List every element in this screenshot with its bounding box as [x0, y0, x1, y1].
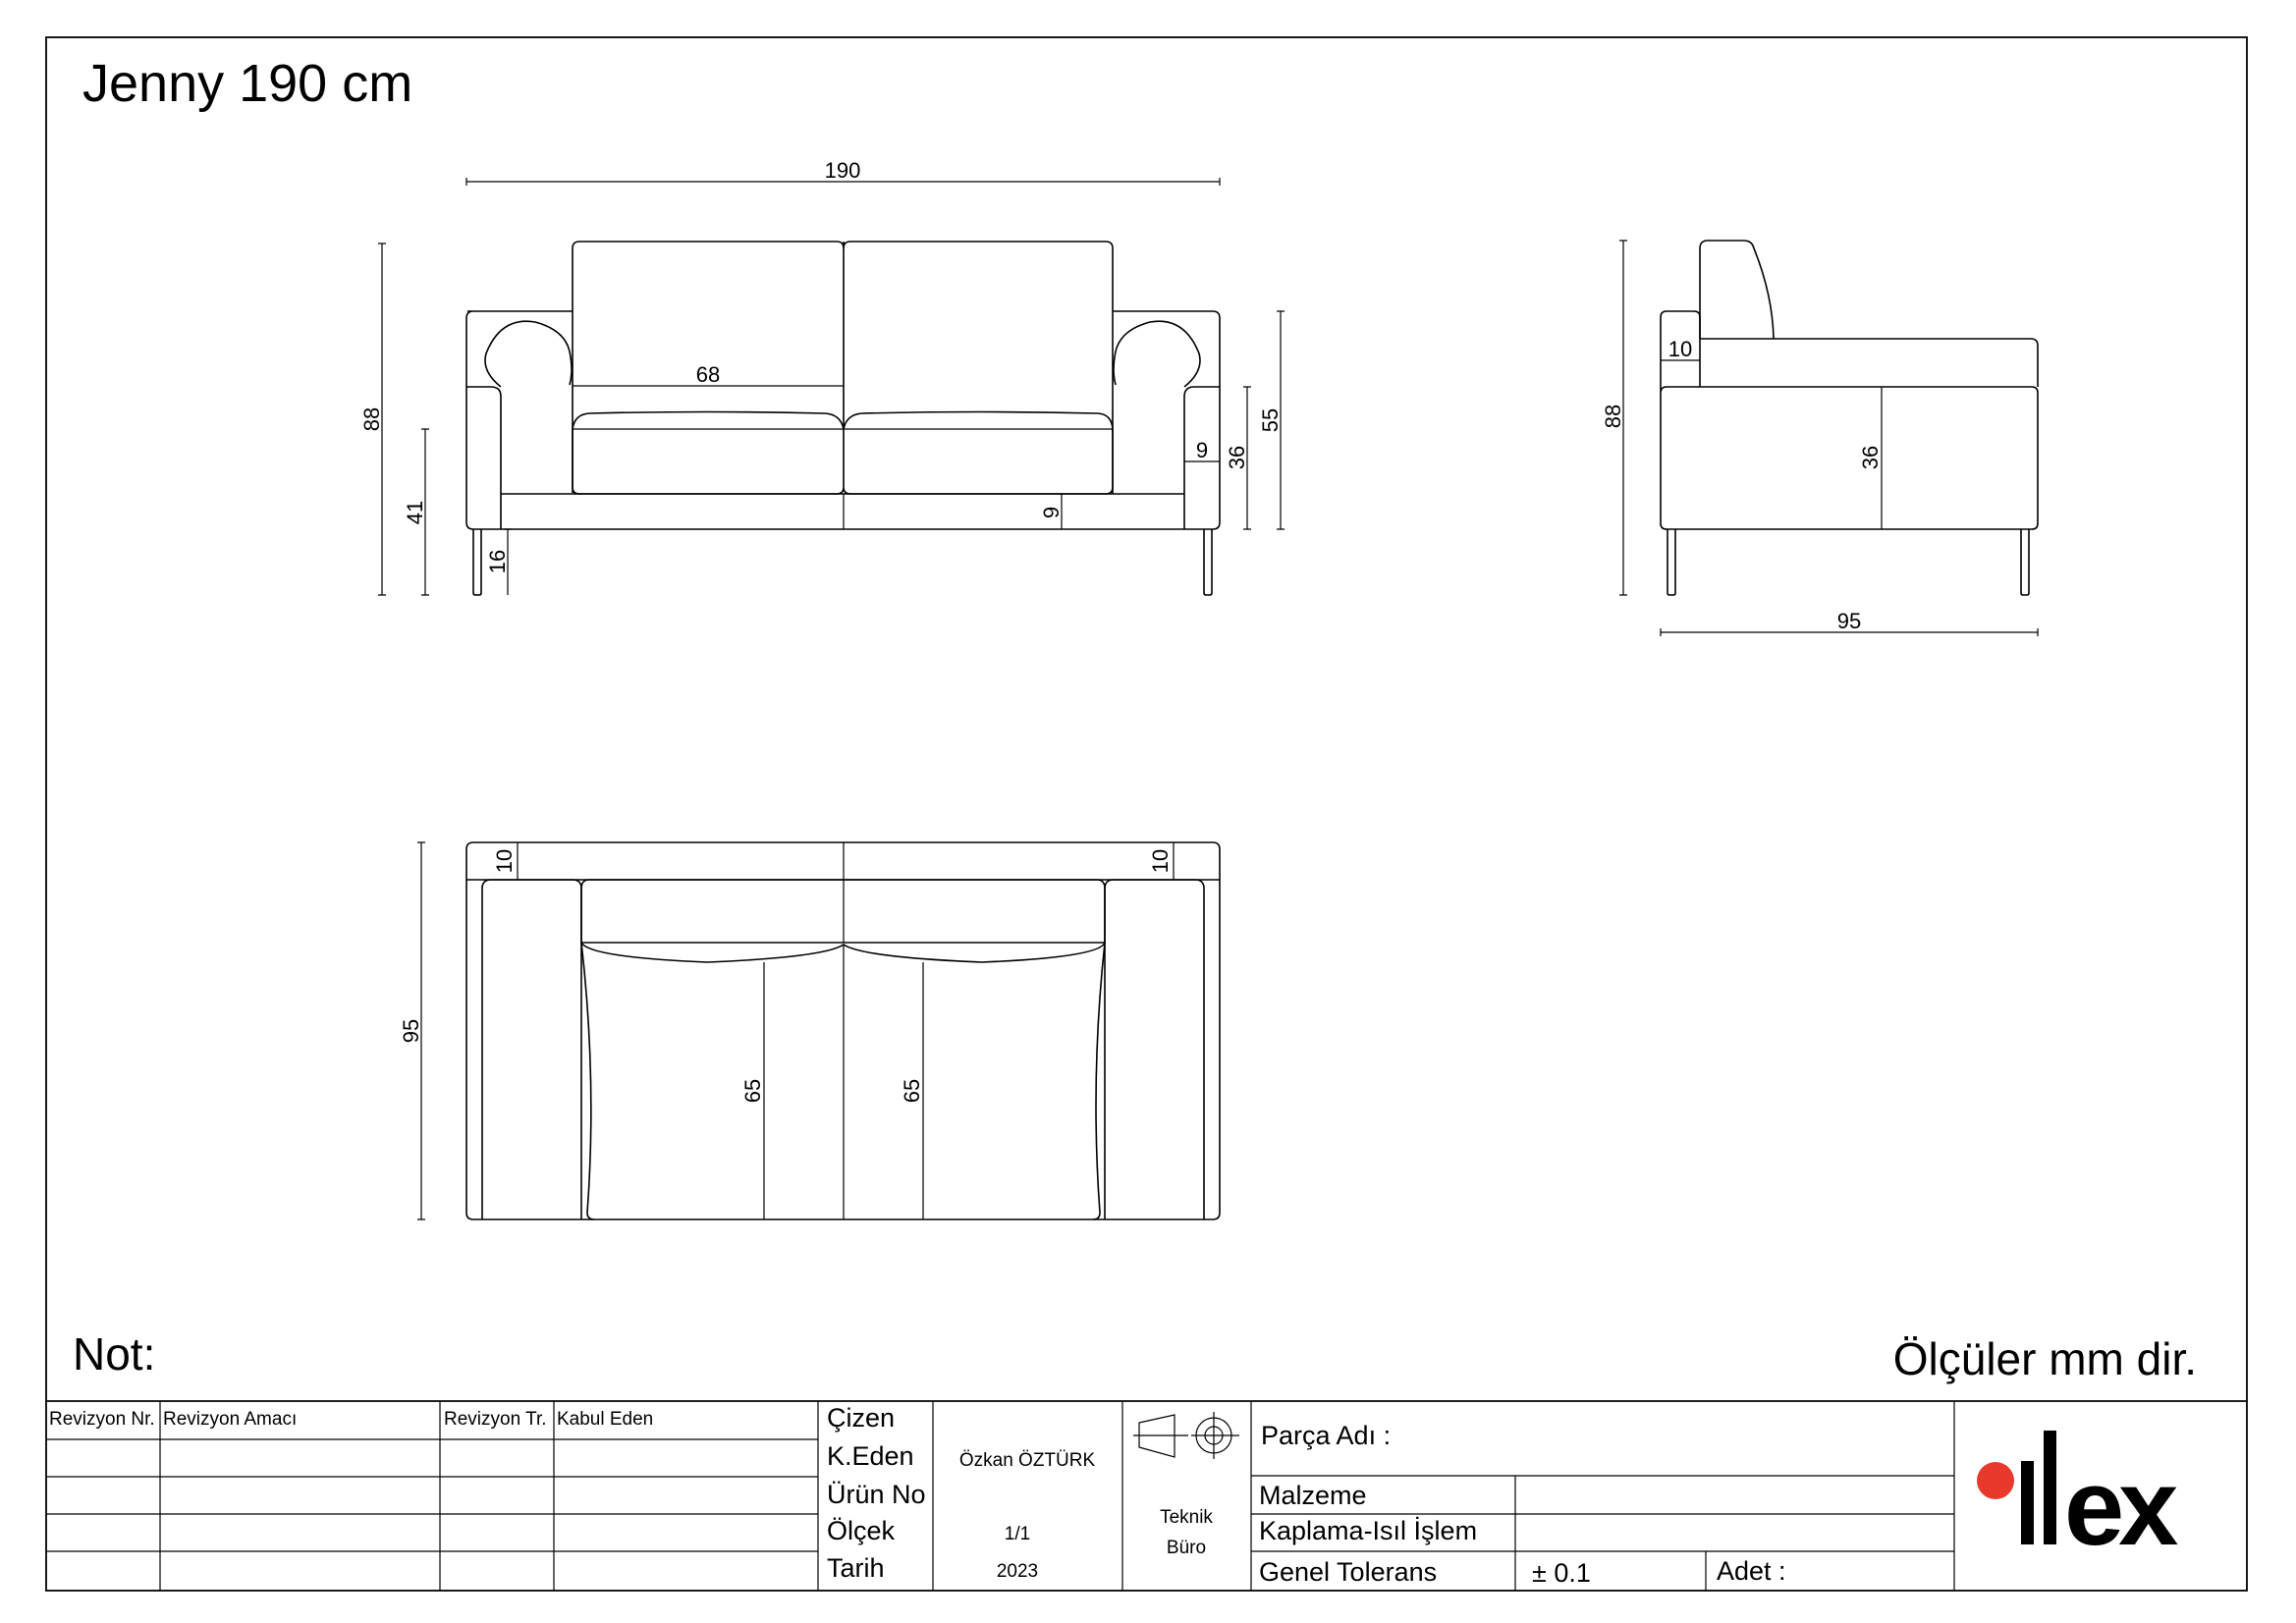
side-view: 88 10 36 95 [1601, 240, 2039, 636]
label-urun-no: Ürün No [827, 1480, 926, 1509]
dim-top-seat-left: 65 [740, 1079, 765, 1103]
dim-front-height: 88 [359, 407, 384, 431]
value-olcek: 1/1 [1005, 1524, 1030, 1544]
logo-text: ex [2064, 1447, 2178, 1568]
kaplama: Kaplama-Isıl İşlem [1259, 1515, 1477, 1545]
rev-header-amac: Revizyon Amacı [163, 1409, 297, 1430]
rev-header-tarih: Revizyon Tr. [444, 1409, 547, 1430]
rev-header-kabul: Kabul Eden [557, 1409, 653, 1430]
dim-top-back-left: 10 [492, 849, 517, 873]
title-block: Revizyon Nr. Revizyon Amacı Revizyon Tr.… [46, 1400, 2247, 1591]
units-note: Ölçüler mm dir. [1893, 1333, 2197, 1384]
dim-front-base-thickness: 9 [1039, 507, 1064, 518]
projection-symbol-icon [1133, 1412, 1239, 1459]
label-olcek: Ölçek [827, 1516, 896, 1545]
dim-front-seat-height: 41 [403, 501, 427, 524]
drawing-title: Jenny 190 cm [82, 54, 412, 113]
dim-side-arm-top: 10 [1668, 337, 1692, 361]
dim-side-height: 88 [1601, 405, 1625, 428]
top-view: 95 10 10 65 65 [399, 841, 1221, 1220]
dim-side-seat-height: 36 [1858, 446, 1883, 469]
dim-front-arm-total: 55 [1258, 408, 1283, 432]
dim-front-arm-height: 36 [1225, 446, 1249, 469]
value-keden: Özkan ÖZTÜRK [959, 1450, 1096, 1471]
value-tarih: 2023 [997, 1561, 1038, 1582]
dim-front-cushion-width: 68 [696, 362, 720, 387]
dim-top-depth: 95 [399, 1019, 423, 1043]
dim-front-leg-height: 16 [485, 550, 510, 573]
dim-side-depth: 95 [1837, 609, 1861, 633]
dept-line1: Teknik [1160, 1507, 1213, 1528]
genel-tolerans: Genel Tolerans [1259, 1557, 1437, 1587]
rev-header-nr: Revizyon Nr. [49, 1409, 155, 1430]
adet: Adet : [1717, 1556, 1786, 1586]
label-tarih: Tarih [827, 1553, 885, 1583]
dept-line2: Büro [1167, 1538, 1206, 1558]
dim-top-back-right: 10 [1148, 849, 1173, 873]
label-cizen: Çizen [827, 1403, 895, 1433]
dim-top-seat-right: 65 [900, 1079, 924, 1103]
drawing-frame [45, 36, 2248, 1592]
malzeme: Malzeme [1259, 1481, 1367, 1510]
dim-front-width: 190 [825, 158, 861, 183]
front-view: 190 88 41 16 68 9 9 36 55 [359, 158, 1285, 596]
parca-adi: Parça Adı : [1261, 1421, 1391, 1450]
note-label: Not: [73, 1328, 155, 1380]
dim-front-arm-thickness: 9 [1196, 438, 1208, 462]
ilex-logo: ex [1977, 1431, 2184, 1568]
tolerans-value: ± 0.1 [1532, 1558, 1591, 1588]
logo-dot [1977, 1462, 2014, 1499]
label-keden: K.Eden [827, 1441, 914, 1471]
